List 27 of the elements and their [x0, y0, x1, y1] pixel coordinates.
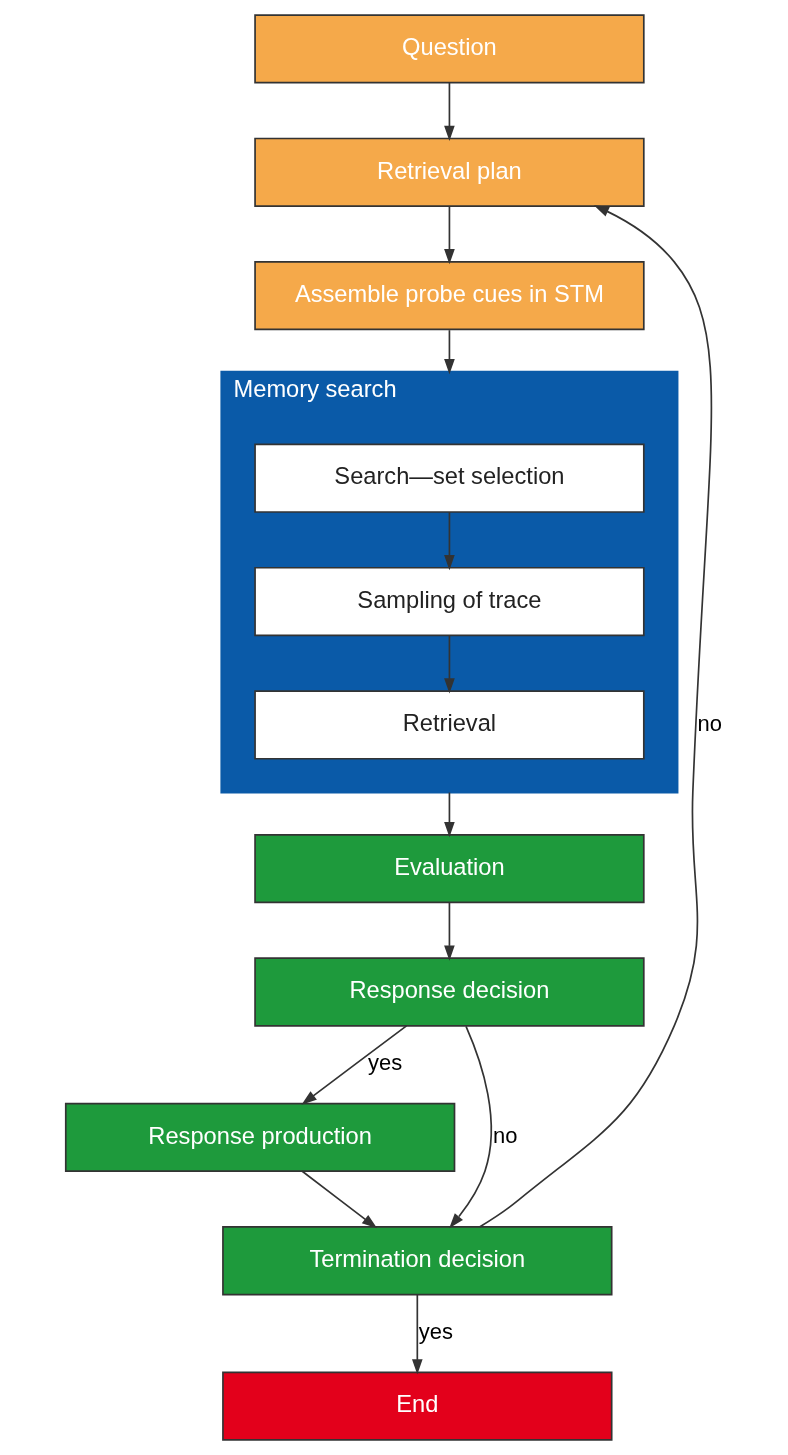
arrow: [443, 901, 455, 961]
node-box: Response production: [64, 1102, 455, 1172]
edge-label: yes: [367, 1050, 402, 1076]
node-box: Response decision: [253, 957, 645, 1027]
arrow: [443, 511, 455, 571]
arrow: [411, 1293, 423, 1375]
node-box: Retrieval: [253, 690, 645, 760]
node-box: Assemble probe cues in STM: [253, 261, 645, 331]
arrow: [443, 81, 455, 141]
arrow: [443, 205, 455, 265]
node-box: Sampling of trace: [253, 566, 645, 637]
edge-label: no: [492, 1123, 517, 1149]
node-box: End: [221, 1371, 613, 1441]
node-box: Retrieval plan: [253, 137, 645, 207]
node-box: Termination decision: [221, 1226, 613, 1296]
arrow: [443, 791, 455, 838]
edge-label: yes: [418, 1319, 453, 1345]
arrow: [300, 1170, 377, 1229]
edge-label: no: [697, 710, 722, 736]
arrow: [448, 1025, 492, 1229]
arrow: [443, 634, 455, 694]
node-box: Question: [253, 14, 645, 84]
arrow: [443, 329, 455, 375]
arrow: [301, 1025, 407, 1105]
node-box: Evaluation: [253, 834, 645, 904]
node-box: Search—set selection: [253, 443, 645, 513]
arrow: [478, 205, 712, 1228]
